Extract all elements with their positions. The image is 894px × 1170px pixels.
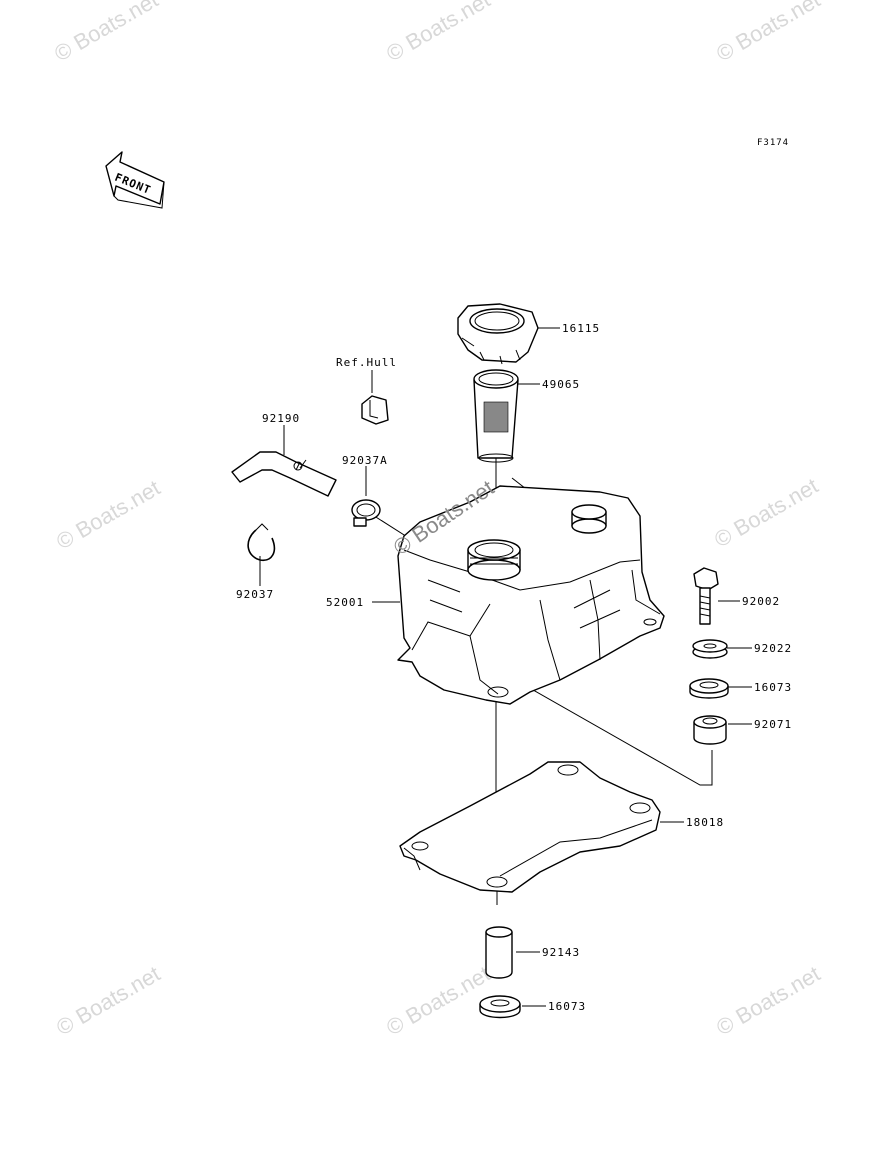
mount-plate: [399, 761, 661, 893]
part-label: 49065: [542, 378, 580, 391]
watermark: © Boats.net: [382, 961, 494, 1040]
collar: [693, 715, 727, 745]
grommet-upper: [689, 678, 729, 699]
hose-clamp: [351, 499, 381, 527]
watermark: © Boats.net: [712, 0, 824, 66]
watermark: © Boats.net: [382, 0, 494, 66]
part-label: 52001: [326, 596, 364, 609]
part-label: 16073: [548, 1000, 586, 1013]
part-label: 92071: [754, 718, 792, 731]
part-label: 92143: [542, 946, 580, 959]
part-label: 92002: [742, 595, 780, 608]
filler-neck: [467, 539, 521, 581]
grommet-lower: [479, 995, 521, 1019]
part-label: 16115: [562, 322, 600, 335]
part-label: 92037A: [342, 454, 388, 467]
watermark: © Boats.net: [50, 0, 162, 66]
watermark: © Boats.net: [52, 475, 164, 554]
band-clamp: [247, 523, 276, 562]
vent-hose: [231, 451, 337, 497]
ref-label: Ref.Hull: [336, 356, 397, 369]
part-label: 18018: [686, 816, 724, 829]
watermark: © Boats.net: [710, 473, 822, 552]
tank-vent-port: [571, 504, 607, 534]
bolt: [693, 567, 719, 625]
front-arrow: FRONT: [105, 151, 165, 209]
watermark: © Boats.net: [52, 961, 164, 1040]
part-labels: 16115 49065 Ref.Hull 92190 92037A 92037 …: [236, 322, 792, 1013]
part-label: 92190: [262, 412, 300, 425]
washer: [692, 639, 728, 659]
fuel-tank: [397, 485, 665, 705]
fuel-strainer: [473, 369, 519, 463]
fuel-cap: [457, 303, 539, 365]
part-label: 16073: [754, 681, 792, 694]
watermark: © Boats.net: [712, 961, 824, 1040]
part-label: 92022: [754, 642, 792, 655]
spacer-tube: [485, 926, 513, 979]
figure-code: F3174: [757, 138, 789, 148]
part-label: 92037: [236, 588, 274, 601]
hull-clip: [361, 395, 389, 425]
